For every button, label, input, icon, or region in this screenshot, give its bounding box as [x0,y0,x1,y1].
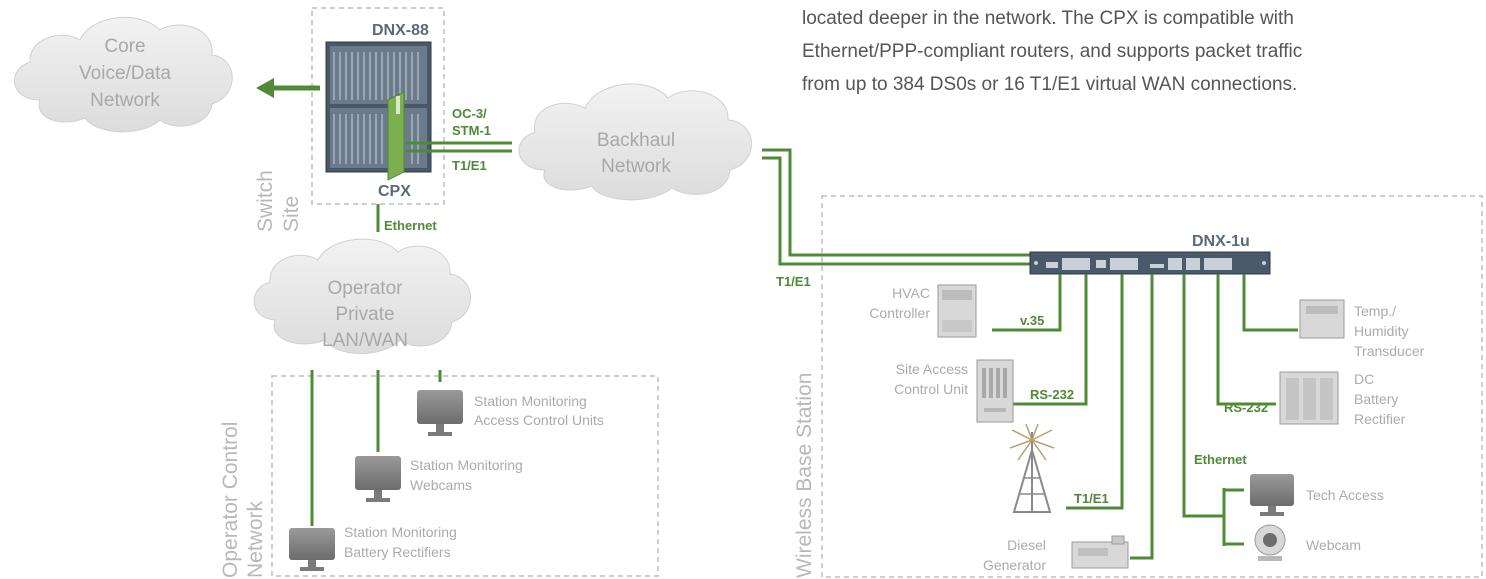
temp-label: Transducer [1354,343,1425,359]
switch-backhaul-links: OC-3/ STM-1 T1/E1 [406,106,512,173]
tech-access-monitor-icon [1250,474,1294,516]
operator-control-network: Operator Control Network Station Monitor… [219,370,659,578]
cloud-label: Private [335,304,394,325]
diesel-label: Diesel [1007,537,1046,553]
temp-humidity-transducer-icon [1299,299,1345,339]
item-label: Battery Rectifiers [344,544,451,560]
oc3-label: STM-1 [452,123,491,138]
backhaul-network-cloud: Backhaul Network [518,83,752,201]
operator-network-title: Operator Control [219,422,242,578]
diesel-generator-icon [1071,535,1129,569]
operator-network-border [271,375,659,577]
tech-access-label: Tech Access [1306,487,1384,503]
dc-label: DC [1354,371,1374,387]
temp-label: Humidity [1354,323,1408,339]
switch-ethernet-link: Ethernet [376,204,437,233]
item-label: Station Monitoring [344,524,457,540]
cloud-label: Network [90,90,160,111]
paragraph-line: located deeper in the network. The CPX i… [802,8,1294,29]
hvac-label: HVAC [892,285,930,301]
cloud-label: Backhaul [597,130,675,151]
ethernet-label: Ethernet [384,218,437,233]
t1-label: T1/E1 [776,274,811,289]
cloud-label: Network [601,156,671,177]
monitor-icon [417,390,463,436]
hvac-controller-icon [937,284,977,338]
item-label: Station Monitoring [410,457,523,473]
webcam-label: Webcam [1306,537,1361,553]
v35-label: v.35 [1020,313,1044,328]
switch-site-border [311,7,445,205]
switch-site: Switch Site DNX-88 [254,7,445,232]
dnx1u-rack-icon [1029,251,1271,275]
operator-network-title: Network [244,500,267,578]
operator-lan-cloud: Operator Private LAN/WAN [253,238,471,354]
cpx-label: CPX [378,183,411,200]
core-network-cloud: Core Voice/Data Network [14,16,233,133]
diesel-label: Generator [983,557,1046,573]
temp-label: Temp./ [1354,303,1396,319]
cpx-card-icon [387,91,405,181]
webcam-icon [1254,524,1286,561]
rs232-label: RS-232 [1030,387,1074,402]
monitor-icon [355,456,401,502]
dc-label: Battery [1354,391,1398,407]
site-access-label: Site Access [896,361,968,377]
item-label: Webcams [410,477,472,493]
dc-label: Rectifier [1354,411,1406,427]
tower-t1-label: T1/E1 [1074,491,1109,506]
item-label: Station Monitoring [474,393,587,409]
core-arrow [256,78,320,98]
backhaul-dnx1u-links: T1/E1 [762,148,1030,289]
dnx88-label: DNX-88 [372,22,429,39]
site-access-label: Control Unit [894,381,968,397]
site-access-unit-icon [976,359,1014,423]
switch-site-title: Site [280,196,303,232]
cloud-label: Operator [328,278,404,299]
description-paragraph: located deeper in the network. The CPX i… [802,8,1302,95]
item-label: Access Control Units [474,412,604,428]
radio-tower-icon [1009,423,1055,513]
switch-site-title: Switch [254,170,277,232]
paragraph-line: from up to 384 DS0s or 16 T1/E1 virtual … [802,74,1297,95]
switch-t1-label: T1/E1 [452,158,487,173]
wireless-base-station: Wireless Base Station DNX-1u [793,195,1483,578]
monitor-icon [289,528,335,571]
cloud-label: Core [104,36,145,57]
base-ethernet-label: Ethernet [1194,452,1247,467]
cloud-label: LAN/WAN [322,330,408,351]
dc-battery-rectifier-icon [1279,371,1339,425]
dnx88-chassis-icon [325,41,432,173]
base-station-title: Wireless Base Station [793,373,816,578]
base-station-border [821,195,1483,578]
paragraph-line: Ethernet/PPP-compliant routers, and supp… [802,41,1302,62]
cloud-label: Voice/Data [79,63,171,84]
hvac-label: Controller [869,305,930,321]
dnx1u-label: DNX-1u [1192,233,1250,250]
oc3-label: OC-3/ [452,106,487,121]
dc-rs232-label: RS-232 [1224,400,1268,415]
